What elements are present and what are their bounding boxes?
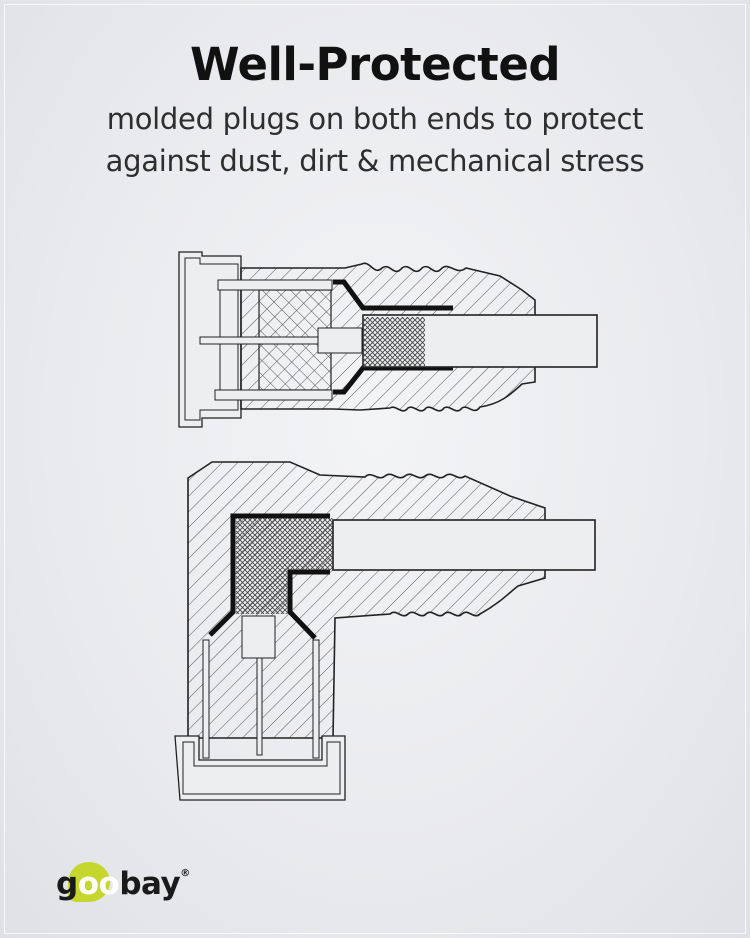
frame-border xyxy=(4,4,746,934)
logo-text: goobay® xyxy=(56,866,190,902)
angled-plug-cross-section xyxy=(174,461,596,801)
page-title: Well-Protected xyxy=(189,38,561,91)
logo-speech-bubble-icon xyxy=(68,862,110,902)
subtitle: molded plugs on both ends to protect aga… xyxy=(0,98,750,182)
subtitle-line-2: against dust, dirt & mechanical stress xyxy=(105,144,645,178)
straight-plug-cross-section xyxy=(178,251,598,428)
subtitle-line-1: molded plugs on both ends to protect xyxy=(106,102,644,136)
